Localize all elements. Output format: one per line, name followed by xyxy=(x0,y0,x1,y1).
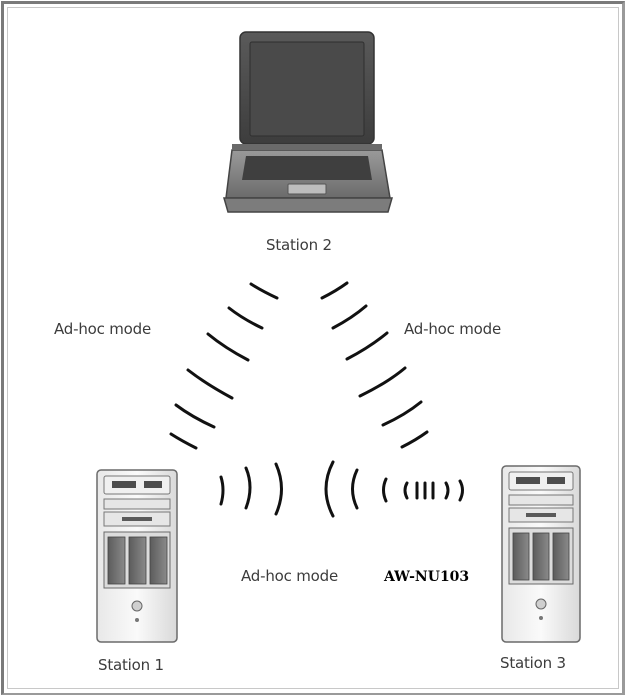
wireless-signal-right-icon xyxy=(322,283,427,447)
station-2-label: Station 2 xyxy=(266,236,332,254)
laptop-icon xyxy=(224,32,392,212)
desktop-tower-icon xyxy=(502,466,580,642)
ad-hoc-right-label: Ad-hoc mode xyxy=(404,320,501,338)
desktop-tower-icon xyxy=(97,470,177,642)
station-3-label: Station 3 xyxy=(500,654,566,672)
wireless-signal-bottom-icon xyxy=(221,462,463,516)
station-1-label: Station 1 xyxy=(98,656,164,674)
device-model-label: AW-NU103 xyxy=(384,569,469,585)
ad-hoc-left-label: Ad-hoc mode xyxy=(54,320,151,338)
wireless-signal-left-icon xyxy=(171,284,277,448)
ad-hoc-bottom-label: Ad-hoc mode xyxy=(241,567,338,585)
